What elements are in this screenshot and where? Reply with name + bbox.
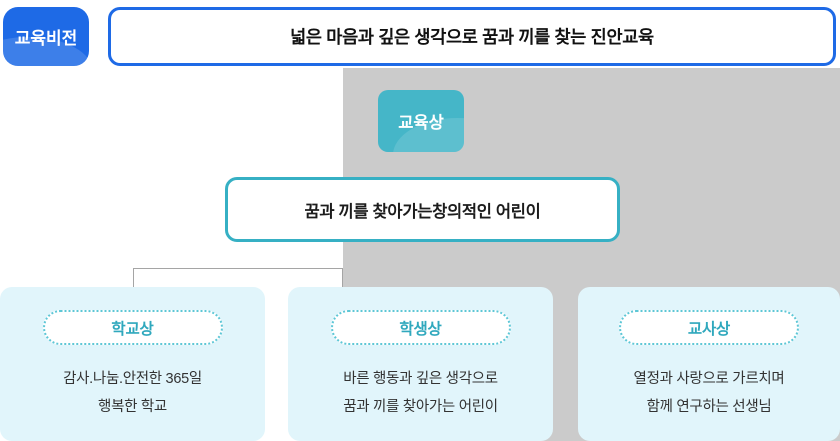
teacher-ideal-text: 열정과 사랑으로 가르치며 함께 연구하는 선생님 [634, 365, 785, 421]
vision-statement-text: 넓은 마음과 깊은 생각으로 꿈과 끼를 찾는 진안교육 [290, 27, 654, 47]
education-ideal-badge-text: 교육상 [398, 114, 444, 132]
student-ideal-line-1: 바른 행동과 깊은 생각으로 [343, 371, 498, 387]
teacher-ideal-title: 교사상 [687, 320, 731, 338]
student-ideal-line-2: 꿈과 끼를 찾아가는 어린이 [343, 399, 498, 415]
school-ideal-line-2: 행복한 학교 [98, 399, 167, 415]
education-ideal-badge: 교육상 [378, 90, 464, 152]
teacher-ideal-line-1: 열정과 사랑으로 가르치며 [633, 371, 785, 387]
teacher-ideal-title-pill: 교사상 [619, 310, 799, 345]
education-ideal-statement-text: 꿈과 끼를 찾아가는창의적인 어린이 [304, 202, 541, 221]
student-ideal-title-pill: 학생상 [330, 310, 511, 345]
ideal-card-teacher: 교사상 열정과 사랑으로 가르치며 함께 연구하는 선생님 [578, 287, 840, 441]
school-ideal-line-1: 감사.나눔.안전한 365일 [63, 371, 202, 387]
school-ideal-text: 감사.나눔.안전한 365일 행복한 학교 [63, 365, 202, 421]
education-vision-label: 교육비전 [3, 7, 89, 66]
school-ideal-title-pill: 학교상 [42, 310, 223, 345]
student-ideal-title: 학생상 [399, 320, 442, 338]
ideal-card-school: 학교상 감사.나눔.안전한 365일 행복한 학교 [0, 287, 265, 441]
education-vision-label-text: 교육비전 [14, 29, 78, 48]
ideal-card-student: 학생상 바른 행동과 깊은 생각으로 꿈과 끼를 찾아가는 어린이 [288, 287, 553, 441]
vision-statement-box: 넓은 마음과 깊은 생각으로 꿈과 끼를 찾는 진안교육 [108, 7, 836, 66]
student-ideal-text: 바른 행동과 깊은 생각으로 꿈과 끼를 찾아가는 어린이 [343, 365, 498, 421]
connector-lines [133, 268, 343, 288]
teacher-ideal-line-2: 함께 연구하는 선생님 [646, 399, 772, 415]
school-ideal-title: 학교상 [111, 320, 154, 338]
education-ideal-statement-box: 꿈과 끼를 찾아가는창의적인 어린이 [225, 177, 620, 242]
